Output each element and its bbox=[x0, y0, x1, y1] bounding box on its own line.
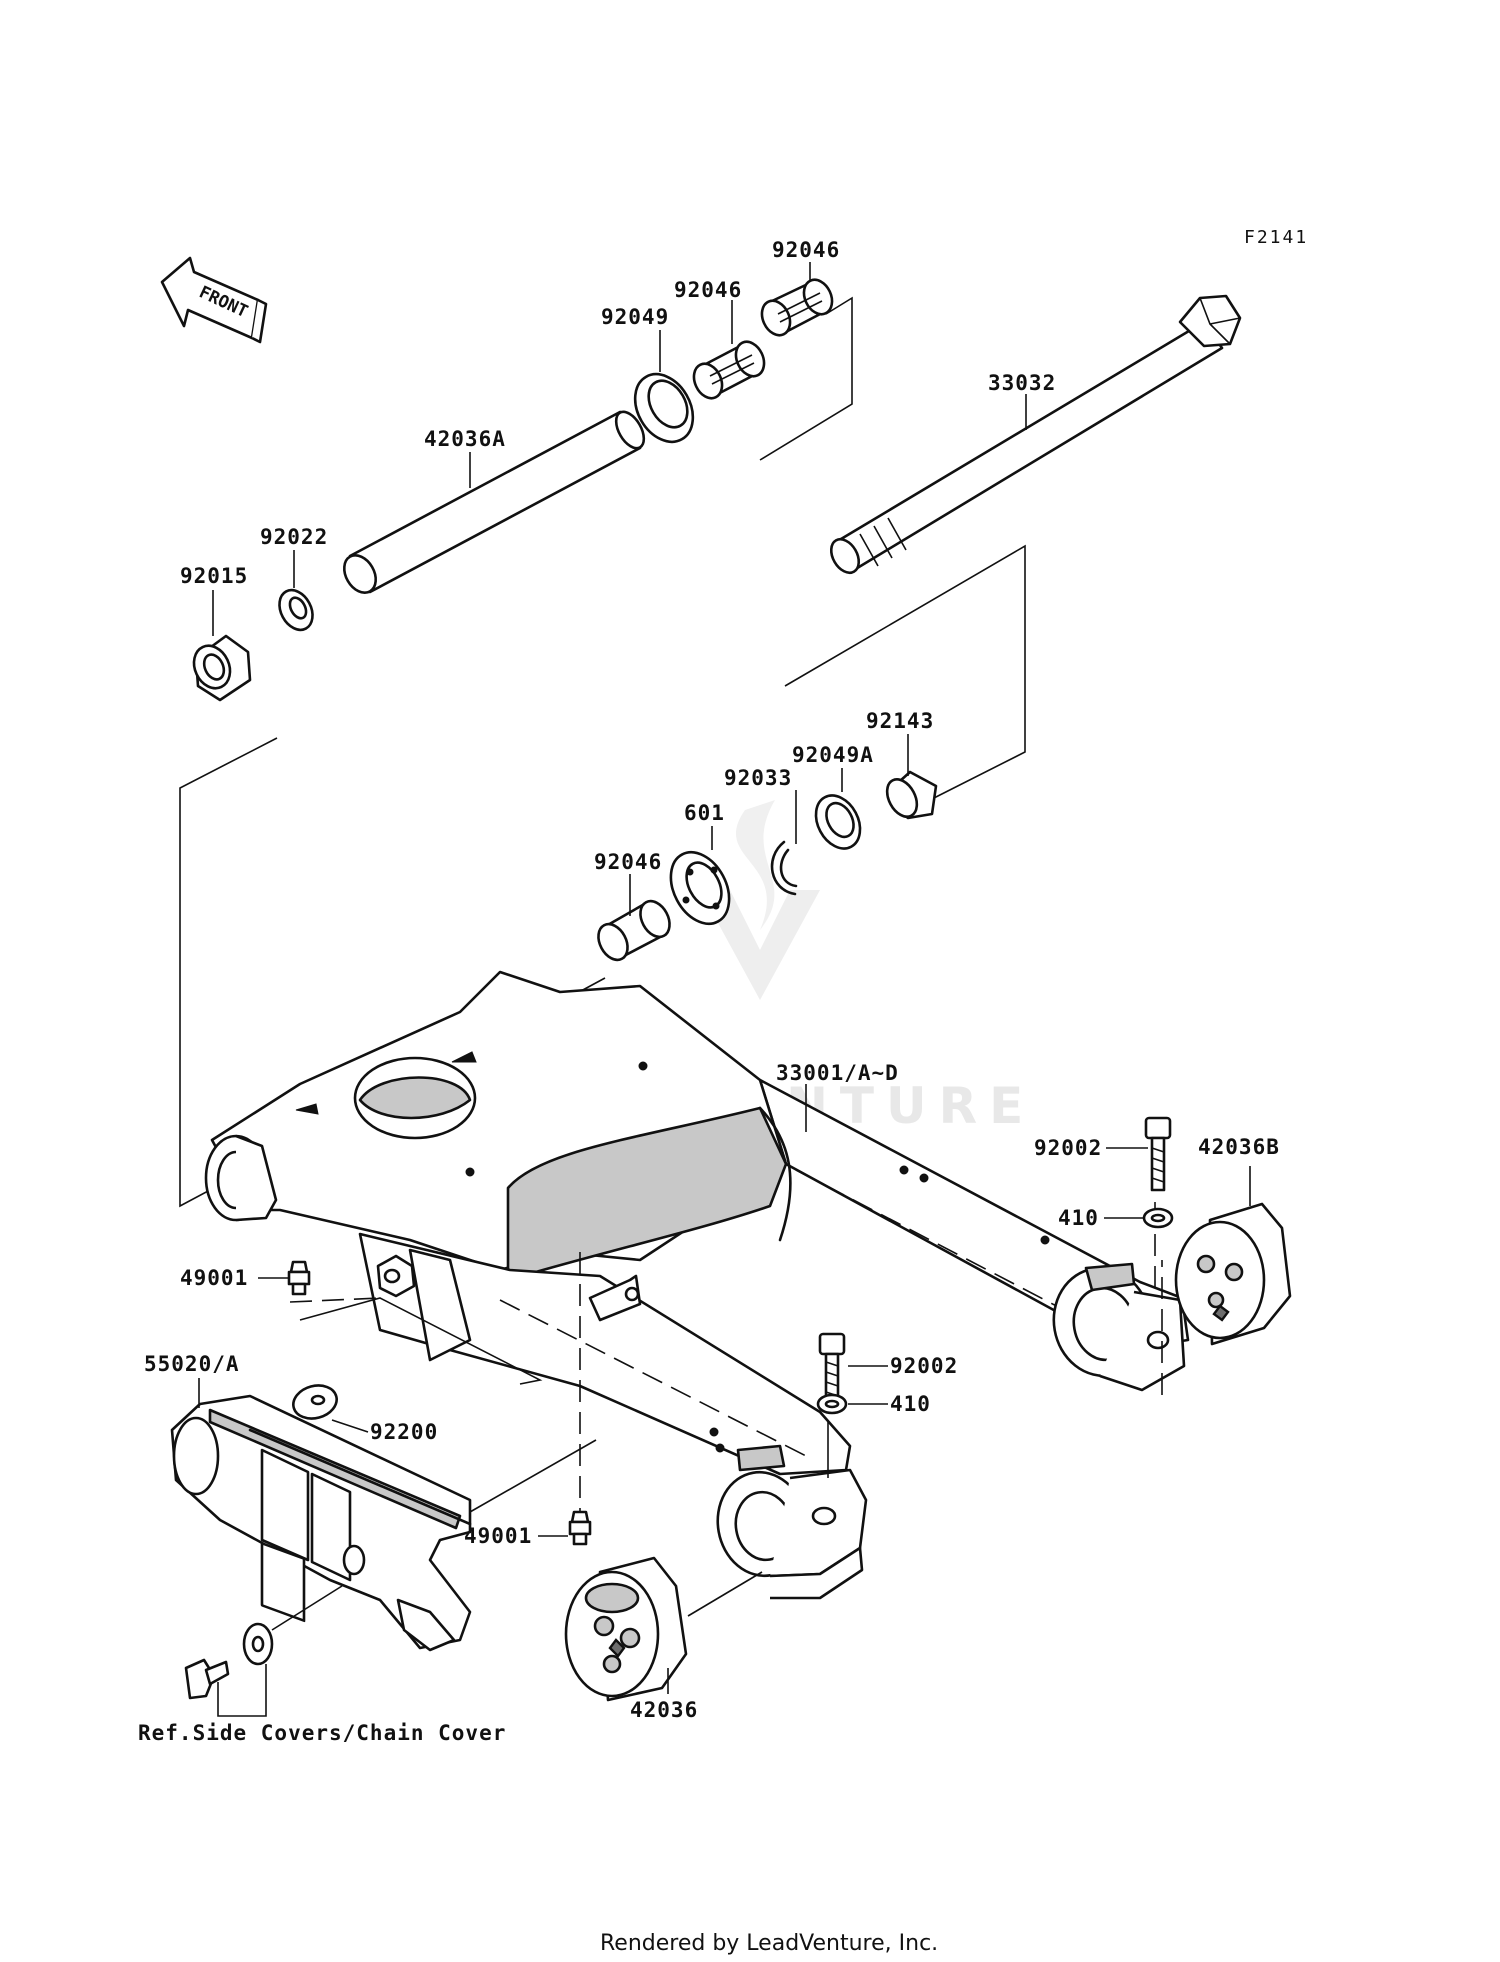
eccentric-42036B bbox=[1174, 1202, 1292, 1346]
oil-seal-92049A bbox=[814, 794, 862, 850]
nut-92015 bbox=[192, 634, 252, 702]
callout-92143: 92143 bbox=[866, 709, 934, 733]
leader-lines bbox=[198, 262, 1251, 1694]
callout-49001-lower: 49001 bbox=[464, 1524, 532, 1548]
grease-nipple-49001-upper bbox=[287, 1260, 311, 1296]
sleeve-42036A bbox=[342, 410, 646, 594]
callout-410-center: 410 bbox=[890, 1392, 931, 1416]
guide-bracket-top bbox=[299, 1297, 543, 1385]
ball-bearing-601 bbox=[669, 850, 731, 926]
grease-nipple-49001-lower bbox=[568, 1510, 592, 1546]
callout-92033: 92033 bbox=[724, 766, 792, 790]
needle-bearing-92046-low bbox=[597, 899, 671, 962]
callout-92015: 92015 bbox=[180, 564, 248, 588]
bolt-92002-right bbox=[1144, 1116, 1172, 1192]
guide-washer bbox=[242, 1622, 274, 1666]
needle-bearing-92046-top bbox=[760, 278, 834, 337]
bracket-line-bearings bbox=[759, 296, 853, 461]
washer-92200 bbox=[292, 1384, 338, 1420]
guide-bolt bbox=[184, 1658, 230, 1700]
washer-410-center bbox=[816, 1393, 848, 1415]
eccentric-42036 bbox=[564, 1556, 688, 1702]
callout-33001: 33001/A~D bbox=[776, 1061, 899, 1085]
callout-92002-center: 92002 bbox=[890, 1354, 958, 1378]
bracket-line-guide bbox=[289, 1297, 381, 1303]
bolt-92002-center bbox=[818, 1332, 846, 1402]
swingarm-33001 bbox=[204, 970, 1190, 1600]
guide-bracket-bottom bbox=[469, 1439, 597, 1513]
oil-seal-92049 bbox=[633, 372, 695, 444]
callout-92049: 92049 bbox=[601, 305, 669, 329]
callout-42036B: 42036B bbox=[1198, 1135, 1280, 1159]
callout-92200: 92200 bbox=[370, 1420, 438, 1444]
callout-33032: 33032 bbox=[988, 371, 1056, 395]
bracket-line-shaft bbox=[784, 544, 1026, 801]
collar-92143 bbox=[885, 770, 938, 820]
diagram-code: F2141 bbox=[1244, 227, 1308, 248]
callout-92049A: 92049A bbox=[792, 743, 874, 767]
callout-55020: 55020/A bbox=[144, 1352, 240, 1376]
leader-washer-guide bbox=[271, 1585, 343, 1631]
washer-410-right bbox=[1142, 1207, 1174, 1229]
washer-92022 bbox=[278, 588, 314, 632]
needle-bearing-92046-mid bbox=[692, 340, 766, 400]
callout-92002-right: 92002 bbox=[1034, 1136, 1102, 1160]
front-arrow-icon: FRONT bbox=[160, 256, 268, 344]
callout-42036A: 42036A bbox=[424, 427, 506, 451]
leader-42036-to-eye bbox=[687, 1571, 763, 1617]
reference-note: Ref.Side Covers/Chain Cover bbox=[138, 1721, 506, 1745]
callout-49001-upper: 49001 bbox=[180, 1266, 248, 1290]
chain-guide-55020 bbox=[170, 1394, 472, 1652]
callout-92046-low: 92046 bbox=[594, 850, 662, 874]
footer-credit: Rendered by LeadVenture, Inc. bbox=[600, 1931, 938, 1956]
callout-92046-top: 92046 bbox=[772, 238, 840, 262]
circlip-92033 bbox=[770, 840, 798, 896]
callout-92046-mid: 92046 bbox=[674, 278, 742, 302]
pivot-shaft-33032 bbox=[829, 294, 1242, 575]
callout-42036: 42036 bbox=[630, 1698, 698, 1722]
callout-labels: 92046 92046 92049 33032 42036A 92022 920… bbox=[144, 238, 1280, 1722]
callout-92022: 92022 bbox=[260, 525, 328, 549]
ref-note-bracket bbox=[217, 1664, 267, 1717]
callout-410-right: 410 bbox=[1058, 1206, 1099, 1230]
callout-601: 601 bbox=[684, 801, 725, 825]
